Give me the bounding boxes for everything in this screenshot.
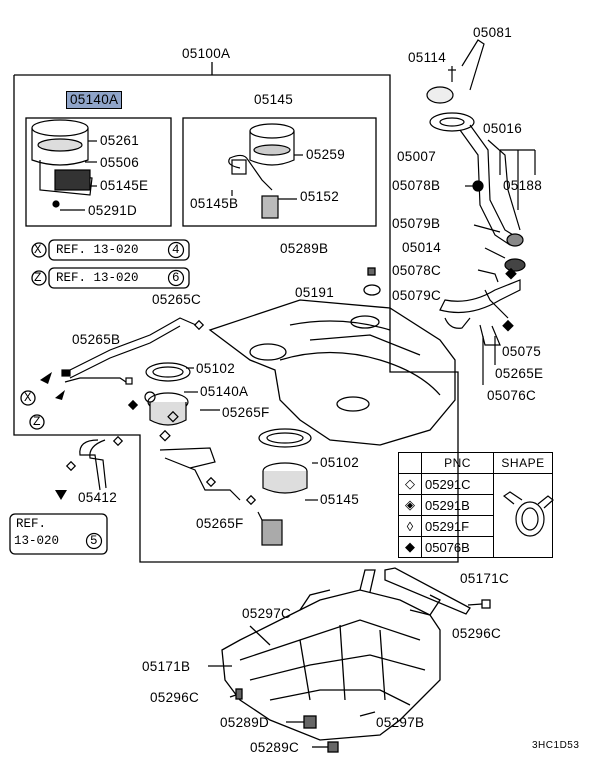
part-label[interactable]: 05291D xyxy=(88,203,138,218)
part-label[interactable]: 05014 xyxy=(402,240,442,255)
ref-box-page: 5 xyxy=(90,534,98,548)
part-label[interactable]: 05188 xyxy=(503,178,543,193)
pump-subbox xyxy=(25,117,172,227)
part-label[interactable]: 05506 xyxy=(100,155,140,170)
part-label[interactable]: 05102 xyxy=(320,455,360,470)
fuel-pump-sketch xyxy=(31,119,97,211)
part-label[interactable]: 05265E xyxy=(495,366,544,381)
part-label[interactable]: 05296C xyxy=(150,690,200,705)
ref-marker: Z xyxy=(34,271,42,285)
part-label[interactable]: 05145E xyxy=(100,178,149,193)
legend-header-shape: SHAPE xyxy=(493,452,553,474)
drawing-code: 3HC1D53 xyxy=(532,740,580,751)
part-label[interactable]: 05265F xyxy=(196,516,244,531)
highlighted-part-label[interactable]: 05140A xyxy=(66,91,123,109)
part-label[interactable]: 05191 xyxy=(295,285,335,300)
part-label[interactable]: 05081 xyxy=(473,25,513,40)
legend-pnc[interactable]: 05076B xyxy=(421,536,494,558)
ref-marker: X xyxy=(34,243,42,257)
assembly-frame xyxy=(13,74,459,563)
inner-components-sketch xyxy=(144,362,318,546)
diamond-outline-icon: ◇ xyxy=(398,473,422,495)
ref-box-line1[interactable]: REF. xyxy=(16,517,47,531)
ref-link[interactable]: REF. 13-020 xyxy=(56,271,139,285)
diamond-hatched-icon: ◊ xyxy=(398,515,422,537)
skid-plate-sketch xyxy=(208,567,491,753)
part-label[interactable]: 05265C xyxy=(152,292,202,307)
diamond-half-icon: ◈ xyxy=(398,494,422,516)
part-label[interactable]: 05412 xyxy=(78,490,118,505)
marker-z: Z xyxy=(33,415,41,429)
ref-page-circle xyxy=(167,269,185,287)
part-label[interactable]: 05078B xyxy=(392,178,441,193)
part-label[interactable]: 05079B xyxy=(392,216,441,231)
fuel-tank-sketch xyxy=(208,267,456,446)
legend-header-pnc: PNC xyxy=(421,452,494,474)
legend-header-row: PNC SHAPE xyxy=(398,452,553,474)
part-label[interactable]: 05296C xyxy=(452,626,502,641)
part-label[interactable]: 05075 xyxy=(502,344,542,359)
part-label[interactable]: 05152 xyxy=(300,189,340,204)
legend-header-symbol xyxy=(398,452,422,474)
part-label[interactable]: 05145 xyxy=(254,92,294,107)
part-label[interactable]: 05171B xyxy=(142,659,191,674)
part-label[interactable]: 05114 xyxy=(408,50,447,65)
part-label[interactable]: 05102 xyxy=(196,361,236,376)
legend-row[interactable]: ◆ 05076B xyxy=(398,536,553,558)
part-label[interactable]: 05145 xyxy=(320,492,360,507)
diamond-filled-icon: ◆ xyxy=(398,536,422,558)
ref-page: 6 xyxy=(172,271,180,285)
legend-row[interactable]: ◇ 05291C xyxy=(398,473,553,558)
part-label[interactable]: 05289C xyxy=(250,740,300,755)
part-label[interactable]: 05297B xyxy=(376,715,425,730)
part-label[interactable]: 05140A xyxy=(200,384,249,399)
ref-link[interactable]: REF. 13-020 xyxy=(56,243,139,257)
assembly-label: 05100A xyxy=(182,46,231,61)
part-label[interactable]: 05078C xyxy=(392,263,442,278)
part-label[interactable]: 05265F xyxy=(222,405,270,420)
filler-neck-sketch xyxy=(426,39,536,385)
part-label[interactable]: 05076C xyxy=(487,388,537,403)
ref-page-circle xyxy=(167,241,185,259)
part-label[interactable]: 05259 xyxy=(306,147,346,162)
part-label[interactable]: 05016 xyxy=(483,121,523,136)
part-label[interactable]: 05289B xyxy=(280,241,329,256)
part-label[interactable]: 05265B xyxy=(72,332,121,347)
sender-unit-sketch xyxy=(228,123,303,219)
legend-shape-cell xyxy=(493,473,553,558)
legend-pnc[interactable]: 05291C xyxy=(421,473,494,495)
part-label[interactable]: 05297C xyxy=(242,606,292,621)
part-label[interactable]: 05261 xyxy=(100,133,140,148)
part-label[interactable]: 05007 xyxy=(397,149,437,164)
ref-box-line2[interactable]: 13-020 xyxy=(14,534,60,548)
part-label[interactable]: 05079C xyxy=(392,288,442,303)
ref-box-frame xyxy=(9,513,108,555)
marker-x: X xyxy=(24,391,32,405)
hose-sketch xyxy=(61,317,205,491)
shape-legend-table: PNC SHAPE ◇ 05291C ◈ 05291B ◊ 05291F ◆ 0… xyxy=(398,452,553,558)
legend-pnc[interactable]: 05291F xyxy=(421,515,494,537)
ref-x-frame xyxy=(48,239,190,261)
part-label[interactable]: 05289D xyxy=(220,715,270,730)
sender-subbox xyxy=(182,117,377,227)
ref-z-frame xyxy=(48,267,190,289)
part-label[interactable]: 05145B xyxy=(190,196,239,211)
ref-box-page-circle xyxy=(85,532,103,550)
legend-pnc[interactable]: 05291B xyxy=(421,494,494,516)
arrow-marks xyxy=(40,372,67,500)
ref-page: 4 xyxy=(172,243,180,257)
part-label[interactable]: 05171C xyxy=(460,571,510,586)
